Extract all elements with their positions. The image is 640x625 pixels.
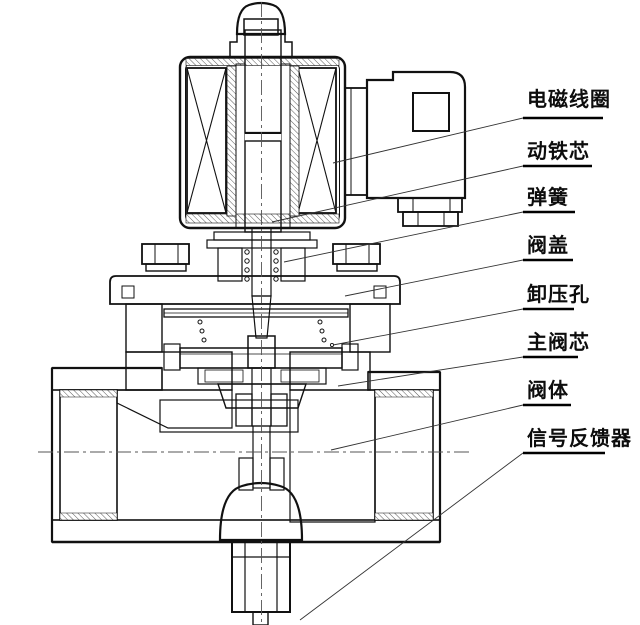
port-left <box>59 389 118 521</box>
body-wedge-left <box>116 389 233 429</box>
bobbin-left <box>226 65 237 217</box>
connector-body <box>365 70 467 200</box>
bolt-right <box>332 243 381 272</box>
terminal-plate-2 <box>402 211 459 227</box>
electrical-connector <box>344 70 467 227</box>
clamp-left <box>163 343 181 371</box>
feedback-stem <box>252 611 269 625</box>
tube-flange-lower <box>206 239 318 249</box>
label-valve-body: 阀体 <box>527 378 569 402</box>
backing-plate <box>217 383 307 409</box>
fixed-core <box>244 29 282 134</box>
seal-block-left <box>217 247 243 282</box>
label-plunger: 动铁芯 <box>527 139 590 163</box>
coil-winding-left <box>186 67 227 214</box>
port-right <box>374 389 434 521</box>
o-ring-left <box>121 285 135 299</box>
body-mass-right <box>289 389 376 523</box>
connector-neck <box>344 87 368 196</box>
core-plate <box>179 347 343 369</box>
label-bonnet: 阀盖 <box>527 233 569 257</box>
stem-guide-left <box>238 457 254 491</box>
label-signal-feedback: 信号反馈器 <box>527 426 632 450</box>
bobbin-right <box>289 65 300 217</box>
cap-window <box>243 18 279 36</box>
label-spring: 弹簧 <box>527 185 569 209</box>
poppet-dome <box>218 481 304 542</box>
bolt-left <box>141 243 190 272</box>
valve-seat <box>159 399 299 433</box>
body-top-right <box>367 371 441 391</box>
coil-assembly <box>178 55 347 230</box>
seal-ring-left <box>204 369 244 383</box>
body-bottom <box>51 519 441 543</box>
leader-bonnet <box>344 259 524 297</box>
stem-cone <box>251 295 272 339</box>
leader-signal-feedback <box>299 452 524 621</box>
spring <box>244 249 279 282</box>
connector-window <box>412 92 450 132</box>
label-main-valve-core: 主阀芯 <box>527 330 590 354</box>
o-ring-right <box>373 285 387 299</box>
seal-ring-right <box>280 369 320 383</box>
valve-body <box>50 351 442 544</box>
pilot-spring <box>197 319 327 343</box>
leader-relief-hole <box>332 308 524 346</box>
guide-tube-right <box>280 63 291 229</box>
seat-tube-left <box>235 393 253 427</box>
label-underlines <box>523 116 605 455</box>
body-top-left <box>51 367 163 391</box>
seal-block-right <box>280 247 306 282</box>
label-relief-hole: 卸压孔 <box>527 282 590 306</box>
stem-guide-right <box>269 457 285 491</box>
leader-plunger <box>271 165 524 223</box>
bonnet-flange <box>109 275 401 305</box>
top-cap <box>229 1 293 58</box>
leader-main-valve-core <box>337 356 524 387</box>
leader-coil <box>332 117 524 164</box>
leader-spring <box>283 211 524 263</box>
leader-valve-body <box>330 404 524 451</box>
bonnet-wall-right <box>349 303 391 353</box>
bonnet-wall-left <box>125 303 163 353</box>
signal-feedback-fitting <box>231 541 291 625</box>
main-valve-core <box>163 308 359 409</box>
coil-top-plate <box>185 58 340 66</box>
labels: 电磁线圈 动铁芯 弹簧 阀盖 卸压孔 主阀芯 阀体 信号反馈器 <box>527 87 632 450</box>
tube-flange-upper <box>213 231 311 241</box>
core-gap <box>245 134 281 141</box>
coil-bottom-plate <box>185 213 340 224</box>
label-coil: 电磁线圈 <box>527 87 611 111</box>
coil-winding-right <box>297 67 337 214</box>
guide-tube-left <box>235 63 246 229</box>
seat-tube-right <box>270 393 288 427</box>
coil-housing <box>178 55 347 230</box>
terminal-plate-1 <box>397 197 463 213</box>
leader-lines <box>271 117 524 621</box>
